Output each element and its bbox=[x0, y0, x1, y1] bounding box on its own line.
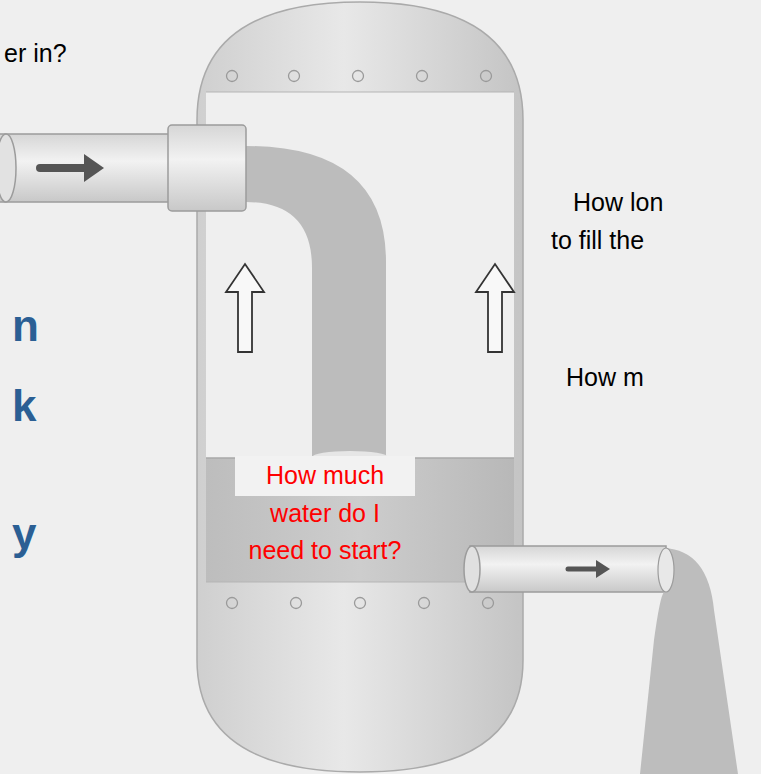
partial-heading-letter: n bbox=[12, 300, 39, 353]
partial-question: How lon bbox=[573, 187, 663, 217]
question-note: How much water do I need to start? bbox=[240, 457, 410, 570]
partial-question: er in? bbox=[4, 38, 67, 68]
partial-heading-letter: k bbox=[12, 380, 36, 433]
partial-heading-letter: y bbox=[12, 508, 36, 561]
partial-question: How m bbox=[566, 362, 644, 392]
partial-question: to fill the bbox=[551, 225, 644, 255]
